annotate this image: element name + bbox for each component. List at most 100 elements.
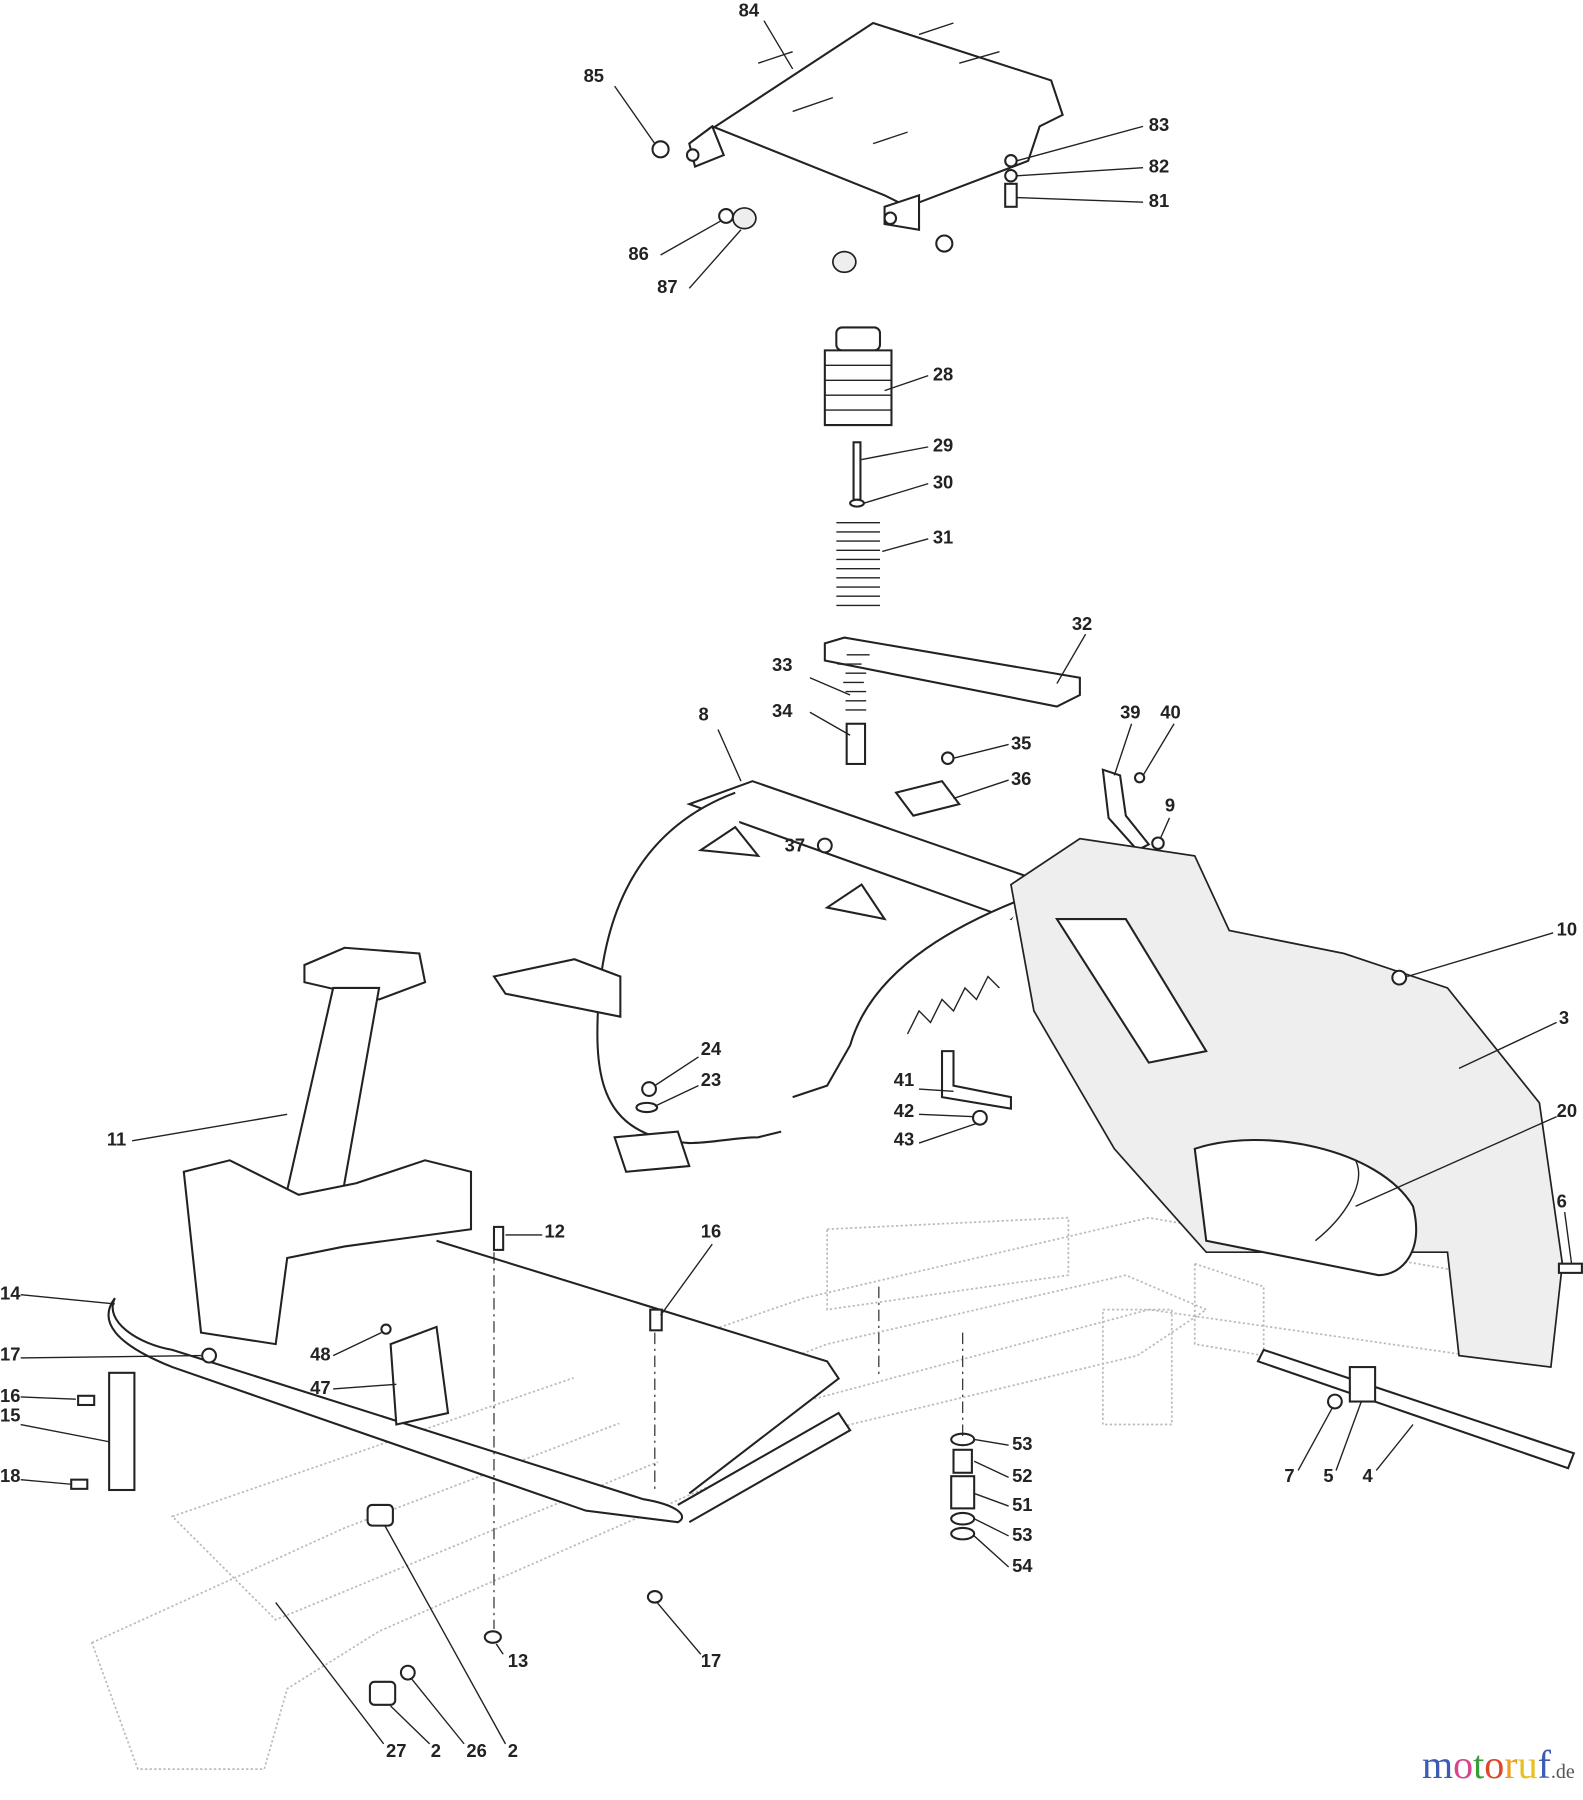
callout-28: 28	[933, 364, 953, 385]
bolt-29	[852, 441, 862, 501]
knob-87	[732, 207, 757, 230]
callout-32: 32	[1072, 613, 1092, 634]
spring-52	[952, 1448, 973, 1474]
washer-86	[718, 208, 734, 224]
callout-40: 40	[1160, 701, 1180, 722]
bracket-32	[823, 636, 1081, 708]
callout-18: 18	[0, 1465, 20, 1486]
knob-right	[832, 250, 857, 274]
seat-plate	[685, 21, 1064, 231]
washer-23	[635, 1101, 659, 1114]
washer-30	[849, 498, 865, 508]
callout-8: 8	[698, 704, 708, 725]
bolt-85	[651, 140, 670, 159]
plate-15	[108, 1371, 136, 1492]
callout-47: 47	[310, 1377, 330, 1398]
bolt-12	[492, 1225, 505, 1251]
callout-52: 52	[1012, 1465, 1032, 1486]
callout-9: 9	[1165, 794, 1175, 815]
screw-35	[940, 751, 955, 765]
bolt-81	[1004, 182, 1018, 208]
chassis-ghost	[90, 1216, 1552, 1771]
bolt-16	[649, 1308, 663, 1332]
wire-20	[1314, 1159, 1360, 1242]
callout-3: 3	[1559, 1007, 1569, 1028]
callout-31: 31	[933, 527, 953, 548]
callout-12: 12	[545, 1221, 565, 1242]
callout-7: 7	[1284, 1465, 1294, 1486]
callout-11: 11	[107, 1129, 126, 1150]
spring-31	[836, 522, 880, 607]
seat-frame	[492, 780, 1046, 1173]
front-frame	[107, 1159, 852, 1524]
callout-83: 83	[1149, 114, 1169, 135]
callout-14: 14	[0, 1283, 21, 1304]
sleeve-34	[845, 722, 867, 765]
bushing-5	[1348, 1366, 1377, 1403]
callout-86: 86	[628, 243, 648, 264]
callout-24: 24	[701, 1038, 722, 1059]
washer-42	[971, 1109, 988, 1126]
bolt-right	[935, 234, 954, 253]
clip-39	[1101, 768, 1151, 852]
bushing-27	[368, 1680, 397, 1706]
callout-17: 17	[0, 1343, 20, 1364]
callout-20: 20	[1557, 1100, 1577, 1121]
callout-53: 53	[1012, 1433, 1032, 1454]
callout-41: 41	[894, 1069, 914, 1090]
callout-17-lower: 17	[701, 1650, 721, 1671]
callout-15: 15	[0, 1404, 20, 1425]
rear-fender	[1009, 837, 1564, 1369]
callout-26: 26	[466, 1740, 486, 1761]
bolt-16-left	[77, 1394, 96, 1407]
bushing-top	[366, 1503, 394, 1527]
shaft-4	[1256, 1348, 1576, 1470]
sleeve-51	[950, 1475, 976, 1510]
callout-36: 36	[1011, 768, 1031, 789]
callout-35: 35	[1011, 732, 1031, 753]
callout-16: 16	[701, 1221, 721, 1242]
callout-27: 27	[386, 1740, 406, 1761]
bolt-6	[1557, 1262, 1583, 1274]
screw-48	[380, 1323, 392, 1335]
callout-4: 4	[1362, 1465, 1373, 1486]
screw-40	[1133, 772, 1146, 784]
nut-17-lower	[646, 1590, 663, 1604]
nut-7	[1326, 1393, 1343, 1410]
callout-37: 37	[785, 835, 805, 856]
watermark-logo: motoruf.de	[1422, 1742, 1575, 1787]
leader-lines	[20, 20, 1573, 1745]
callout-2-right: 2	[508, 1740, 518, 1761]
callout-54: 54	[1012, 1555, 1033, 1576]
nut-37	[816, 837, 833, 854]
callout-10: 10	[1557, 918, 1577, 939]
bracket-47	[389, 1325, 450, 1426]
bolt-18	[70, 1478, 89, 1490]
spring-33	[837, 654, 870, 711]
callout-2: 2	[431, 1740, 441, 1761]
plate-36	[894, 780, 962, 817]
pin-41	[940, 1050, 1012, 1110]
callout-13: 13	[508, 1650, 528, 1671]
callout-82: 82	[1149, 156, 1169, 177]
callout-43: 43	[894, 1129, 914, 1150]
callout-labels: 84 85 83 82 81 86 87 28 29 30 31 32 33 3…	[0, 0, 1577, 1761]
nut-17	[201, 1347, 218, 1364]
callout-42: 42	[894, 1100, 914, 1121]
callout-33: 33	[772, 654, 792, 675]
nut-13	[483, 1630, 502, 1644]
bellows	[823, 326, 893, 427]
callout-81: 81	[1149, 190, 1169, 211]
callout-51: 51	[1012, 1494, 1032, 1515]
callout-30: 30	[933, 472, 953, 493]
clip-26	[399, 1664, 416, 1681]
callout-34: 34	[772, 700, 793, 721]
callout-84: 84	[739, 0, 760, 20]
callout-16-left: 16	[0, 1385, 20, 1406]
nut-24	[641, 1081, 657, 1097]
callout-6: 6	[1557, 1191, 1567, 1212]
callout-85: 85	[584, 65, 604, 86]
bolt-9	[1151, 836, 1165, 850]
nut-10	[1391, 969, 1408, 986]
